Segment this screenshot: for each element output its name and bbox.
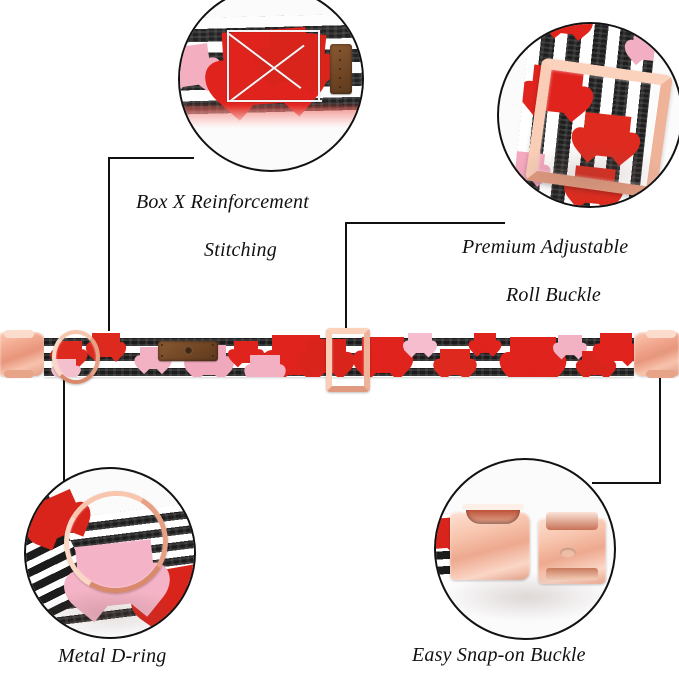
label-snap-buckle: Easy Snap-on Buckle (412, 644, 586, 666)
stitch-bottom (228, 100, 322, 102)
collar-buckle-left (0, 332, 44, 376)
box-x-photo (180, 0, 362, 170)
callout-metal-d-ring[interactable] (24, 467, 196, 639)
label-box-x-line1: Box X Reinforcement (136, 191, 309, 213)
snap-buckle-female-slot (466, 506, 520, 524)
brand-patch-emblem (184, 346, 193, 355)
collar-buckle-right-hole (657, 350, 665, 356)
red-heart (549, 24, 587, 36)
connector-line-d-ring-vertical (63, 374, 65, 482)
label-box-x-line2: Stitching (204, 239, 277, 261)
connector-line-roll-buckle-vertical (345, 222, 347, 334)
stitch-top (228, 30, 320, 32)
collar-roll-buckle (326, 328, 370, 392)
label-roll-buckle-line2: Roll Buckle (506, 284, 601, 306)
red-heart (440, 349, 470, 375)
stitch-right (318, 30, 320, 102)
connector-line-box-x-horizontal (108, 157, 194, 159)
pink-heart (558, 335, 582, 355)
collar-buckle-right (634, 332, 679, 376)
snap-buckle-male-hole (560, 548, 576, 558)
collar-strap-assembly (0, 326, 679, 392)
collar-fabric-band (44, 331, 634, 377)
connector-line-snap-buckle-horizontal (592, 482, 661, 484)
callout-box-x-reinforcement[interactable] (178, 0, 364, 172)
red-heart (474, 333, 496, 353)
red-heart (600, 333, 632, 361)
connector-line-box-x-vertical (108, 157, 110, 334)
pink-heart (408, 333, 432, 353)
snap-buckle-photo (436, 460, 614, 638)
label-roll-buckle-line1: Premium Adjustable (462, 236, 629, 258)
connector-line-roll-buckle-horizontal (345, 222, 505, 224)
stitch-left (227, 30, 229, 102)
label-d-ring: Metal D-ring (58, 645, 167, 667)
callout-easy-snap-on-buckle[interactable] (434, 458, 616, 640)
collar-d-ring (52, 330, 100, 384)
d-ring-photo (26, 469, 194, 637)
roll-buckle-photo (499, 24, 679, 206)
connector-line-snap-buckle-vertical (659, 374, 661, 484)
snap-buckle-male-prong-top (546, 512, 598, 530)
pink-heart (250, 355, 280, 377)
snap-buckle-male-prong-bottom (546, 568, 598, 580)
callout-premium-adjustable-roll-buckle[interactable] (497, 22, 679, 208)
red-heart (510, 337, 556, 377)
pink-heart (631, 28, 659, 63)
leather-tab (330, 44, 352, 94)
